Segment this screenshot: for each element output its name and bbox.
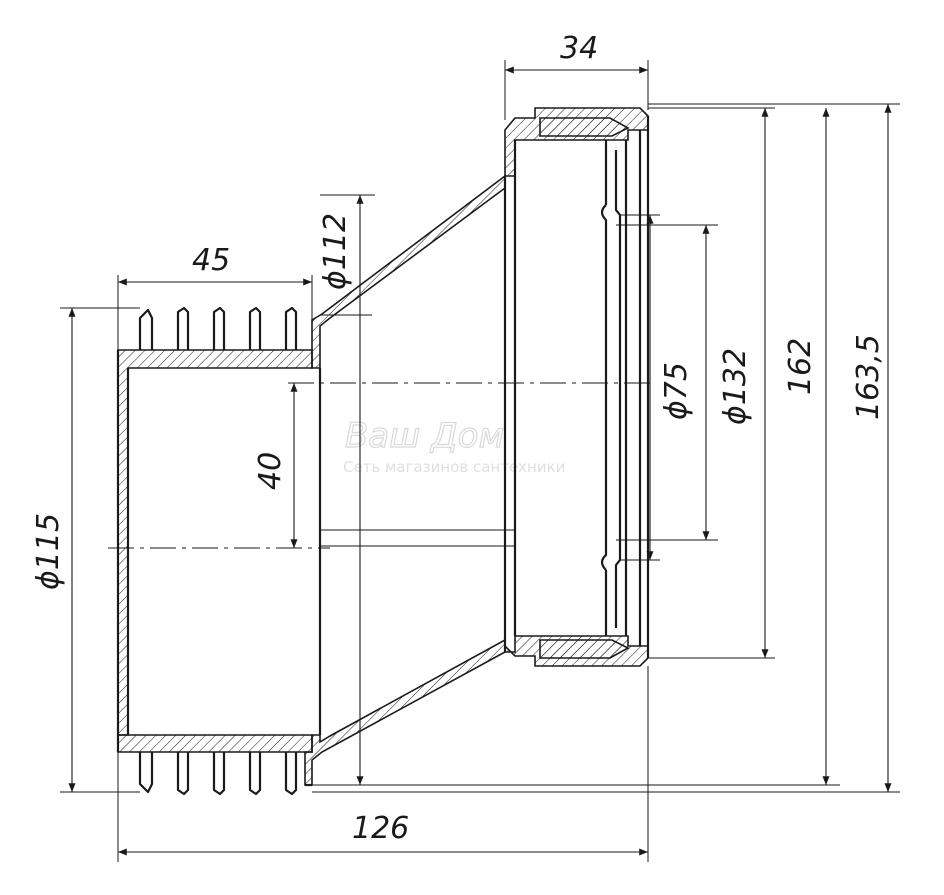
dim-163-5-label: 163,5	[851, 334, 886, 420]
dim-126-label: 126	[352, 811, 409, 846]
dim-132-label: ϕ132	[718, 348, 753, 425]
dim-115: ϕ115	[31, 307, 140, 793]
cone-bottom-wall	[304, 638, 506, 786]
dim-34-label: 34	[560, 31, 598, 66]
dim-40: 40	[253, 382, 298, 548]
dim-162: 162	[648, 107, 818, 659]
watermark-tagline: Сеть магазинов сантехники	[343, 458, 565, 476]
dim-75: ϕ75	[620, 214, 694, 561]
cone-top-wall	[311, 174, 506, 369]
dim-45: 45	[117, 243, 313, 350]
dim-34: 34	[504, 31, 649, 120]
dim-112: ϕ112	[318, 194, 375, 785]
watermark-brand: Ваш Дом	[345, 416, 504, 456]
bottom-seal	[539, 639, 630, 659]
dim-40-label: 40	[253, 452, 288, 490]
dim-126: 126	[117, 666, 649, 862]
bottom-fins	[138, 752, 298, 796]
top-seal	[539, 117, 630, 137]
fitting-body	[116, 107, 650, 796]
dim-45-label: 45	[192, 243, 230, 278]
left-socket-bottom-wall	[117, 734, 313, 753]
dim-162-label: 162	[783, 338, 818, 395]
dim-115-label: ϕ115	[31, 513, 66, 590]
watermark: Ваш Дом Сеть магазинов сантехники	[343, 415, 565, 476]
left-socket-top-wall	[117, 349, 313, 736]
dim-163-5: 163,5	[312, 103, 900, 793]
dim-75-label: ϕ75	[659, 362, 694, 420]
top-fins	[138, 306, 298, 350]
dim-132: ϕ132	[616, 224, 753, 541]
dim-112-label: ϕ112	[318, 213, 353, 290]
